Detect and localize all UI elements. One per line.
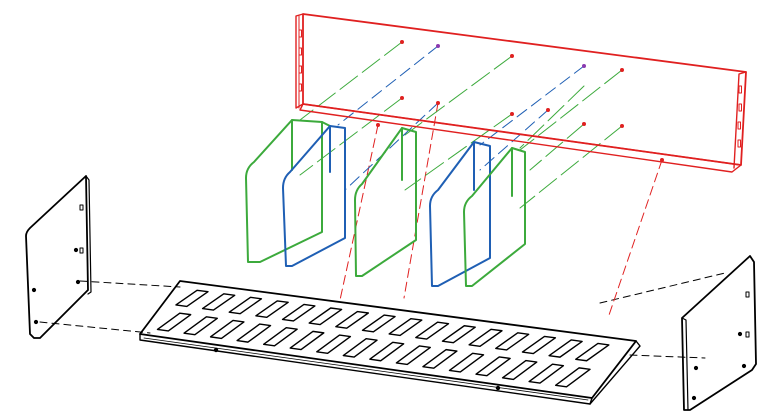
tray-slot	[342, 337, 378, 358]
green-guide	[299, 41, 403, 121]
tray-slot	[468, 328, 503, 347]
tray-slot	[175, 289, 209, 308]
tray-slots	[156, 289, 610, 388]
guide-line-right-bottom	[629, 354, 706, 359]
green-guide	[519, 85, 585, 149]
guide-line-left-bottom	[39, 321, 151, 334]
blue-guide	[344, 102, 439, 191]
tray-slot	[475, 356, 511, 377]
blue-guide	[479, 109, 549, 171]
guide-line-left-top	[79, 280, 181, 288]
tray-slot	[548, 339, 583, 358]
tray-slot	[395, 345, 431, 366]
blue-divider-1	[282, 125, 346, 267]
blue-divider-2	[429, 141, 491, 287]
tray-slot	[308, 307, 343, 326]
green-guide	[519, 125, 623, 209]
tray-slot	[422, 348, 458, 369]
tray-slot	[335, 310, 370, 329]
green-guide	[404, 55, 513, 136]
tray-slot	[448, 352, 485, 373]
tray-slot	[521, 335, 557, 355]
tray-slot	[262, 327, 298, 347]
tray-slot	[554, 367, 591, 388]
tray-slot	[281, 303, 316, 322]
tray-slot	[316, 334, 352, 355]
tray-slot	[236, 323, 272, 343]
green-guide-lines	[299, 41, 623, 209]
black-guide-lines	[39, 272, 726, 359]
tray-slot	[388, 317, 423, 337]
tray-slot	[361, 314, 396, 333]
green-divider-2	[354, 127, 417, 277]
green-guide	[404, 113, 513, 191]
tray-slot	[289, 330, 325, 351]
tray-slot	[201, 293, 236, 311]
guide-line-right-top	[599, 272, 726, 304]
red-guide-1	[339, 124, 379, 301]
tray-slot	[156, 312, 192, 332]
right-side-panel	[681, 255, 757, 411]
red-guide-2	[403, 102, 439, 299]
tray-slot	[228, 296, 263, 315]
blue-guide	[337, 45, 439, 126]
red-guide-3	[607, 159, 663, 319]
tray-slot	[369, 341, 405, 362]
tray-slot	[415, 321, 450, 340]
rail-fastener-dots	[376, 40, 664, 162]
tray-slot	[183, 316, 218, 336]
tray-slot	[575, 342, 610, 362]
tray-slot	[255, 300, 289, 319]
blue-guide	[479, 65, 585, 146]
tray-slot	[209, 319, 245, 340]
green-guide	[299, 97, 403, 176]
base-tray	[139, 280, 641, 405]
green-divider-1	[245, 119, 331, 263]
tray-slot	[495, 332, 530, 351]
back-rail	[295, 13, 747, 173]
left-side-panel	[25, 175, 92, 339]
green-guide	[519, 69, 623, 151]
green-divider-3	[463, 147, 526, 287]
tray-slot	[441, 325, 476, 344]
red-guide-lines	[339, 102, 663, 319]
tray-slot	[528, 363, 565, 384]
tray-slot	[501, 359, 538, 381]
